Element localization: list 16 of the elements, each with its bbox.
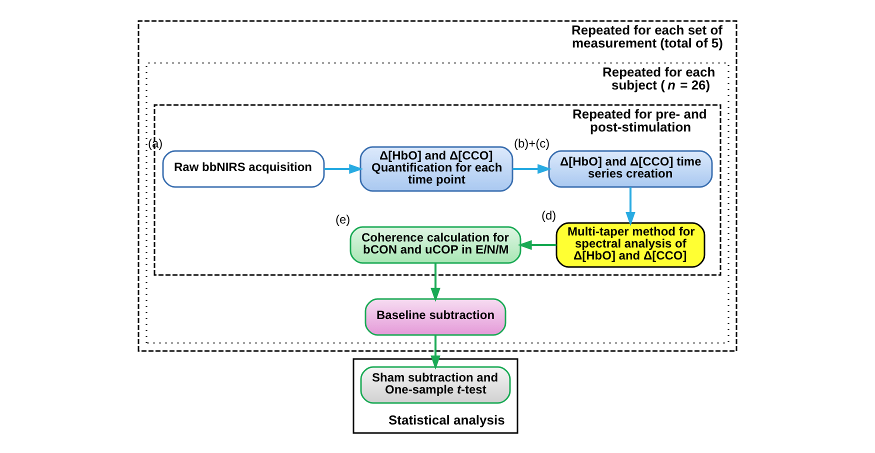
node-box: Baseline subtraction <box>364 298 506 336</box>
node-box: Raw bbNIRS acquisition <box>162 150 325 188</box>
node-box: Δ[HbO] and Δ[CCO] Quantification for each time point <box>360 146 514 192</box>
arrow <box>518 240 556 250</box>
node-box: Sham subtraction and One-sample t-test <box>360 366 511 404</box>
arrow <box>324 164 364 174</box>
arrow <box>626 186 636 226</box>
node-label: (e) <box>336 212 350 226</box>
node-label: (b)+(c) <box>514 136 550 150</box>
node-box: Coherence calculation for bCON and uCOP in E/N/M <box>350 226 522 264</box>
arrow <box>430 262 440 302</box>
node-label: (d) <box>542 208 556 222</box>
arrow <box>512 164 552 174</box>
arrow <box>430 334 440 370</box>
node-box: Multi-taper method for spectral analysis of Δ[HbO] and Δ[CCO] <box>556 222 706 268</box>
node-box: Δ[HbO] and Δ[CCO] time series creation <box>548 150 713 188</box>
